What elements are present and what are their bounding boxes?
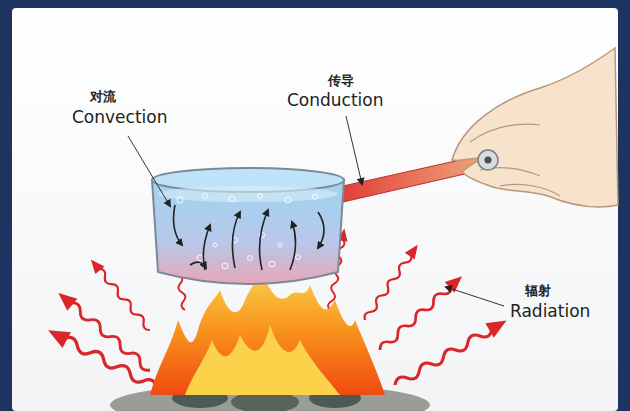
chinese-label: 辐射	[525, 284, 551, 299]
english-label: Radiation	[510, 302, 590, 322]
english-label: Convection	[72, 108, 167, 128]
chinese-label: 传导	[328, 74, 354, 89]
english-label: Conduction	[287, 91, 384, 111]
chinese-label: 对流	[90, 90, 116, 105]
